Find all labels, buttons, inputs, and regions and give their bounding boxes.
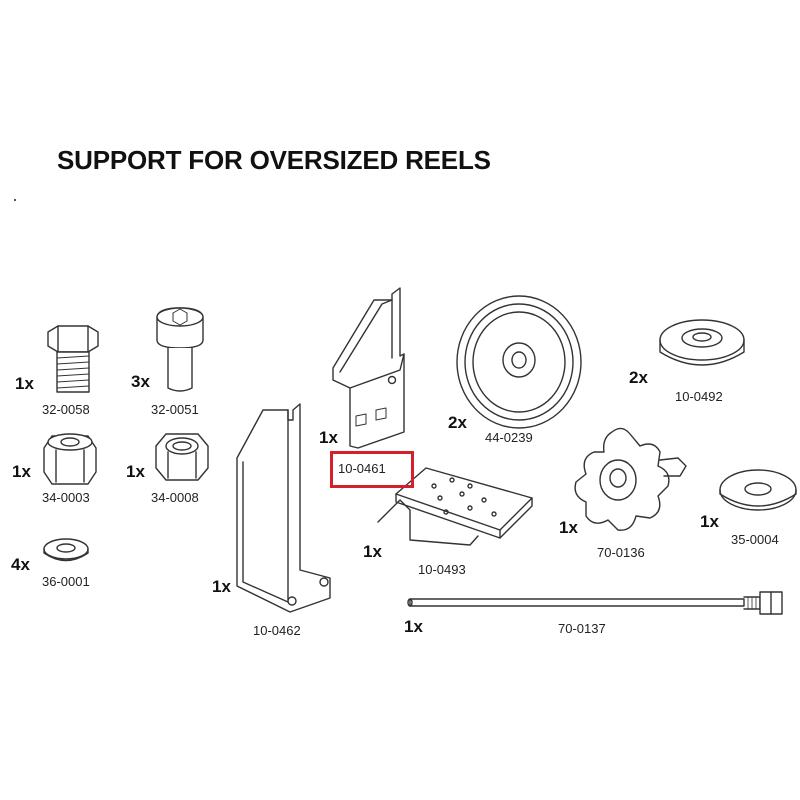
part-code-36-0001: 36-0001 xyxy=(42,574,90,589)
qty-label-70-0137: 1x xyxy=(404,617,423,636)
qty-label-32-0051: 3x xyxy=(131,372,150,391)
part-code-32-0058: 32-0058 xyxy=(42,402,90,417)
qty-label-36-0001: 4x xyxy=(11,555,30,574)
qty-label-70-0136: 1x xyxy=(559,518,578,537)
qty-label-10-0461: 1x xyxy=(319,428,338,447)
part-code-34-0008: 34-0008 xyxy=(151,490,199,505)
qty-label-10-0462: 1x xyxy=(212,577,231,596)
part-code-10-0493: 10-0493 xyxy=(418,562,466,577)
pulley-wheel-drawing xyxy=(456,295,582,429)
star-knob-drawing xyxy=(574,427,687,531)
qty-label-32-0058: 1x xyxy=(15,374,34,393)
qty-label-10-0492: 2x xyxy=(629,368,648,387)
page-title: SUPPORT FOR OVERSIZED REELS xyxy=(57,145,491,175)
qty-label-35-0004: 1x xyxy=(700,512,719,531)
part-code-10-0462: 10-0462 xyxy=(253,623,301,638)
part-code-32-0051: 32-0051 xyxy=(151,402,199,417)
qty-label-34-0008: 1x xyxy=(126,462,145,481)
perforated-plate-drawing xyxy=(377,467,533,546)
spacer-disc-drawing xyxy=(659,319,745,366)
part-code-35-0004: 35-0004 xyxy=(731,532,779,547)
part-code-44-0239: 44-0239 xyxy=(485,430,533,445)
cap-screw-drawing xyxy=(156,307,204,392)
flat-washer-drawing xyxy=(43,538,89,562)
hex-nut-drawing xyxy=(155,433,209,481)
qty-label-10-0493: 1x xyxy=(363,542,382,561)
threaded-rod-drawing xyxy=(407,591,783,615)
lock-nut-drawing xyxy=(43,433,97,485)
part-code-70-0136: 70-0136 xyxy=(597,545,645,560)
part-code-10-0461: 10-0461 xyxy=(338,461,386,476)
bolt-drawing xyxy=(47,325,99,393)
qty-label-34-0003: 1x xyxy=(12,462,31,481)
qty-label-44-0239: 2x xyxy=(448,413,467,432)
stray-mark xyxy=(14,199,16,201)
slotted-bracket-drawing xyxy=(332,287,405,449)
part-code-10-0492: 10-0492 xyxy=(675,389,723,404)
part-code-34-0003: 34-0003 xyxy=(42,490,90,505)
large-washer-drawing xyxy=(719,469,797,511)
part-code-70-0137: 70-0137 xyxy=(558,621,606,636)
tall-bracket-drawing xyxy=(236,403,331,613)
highlight-box xyxy=(330,451,414,488)
